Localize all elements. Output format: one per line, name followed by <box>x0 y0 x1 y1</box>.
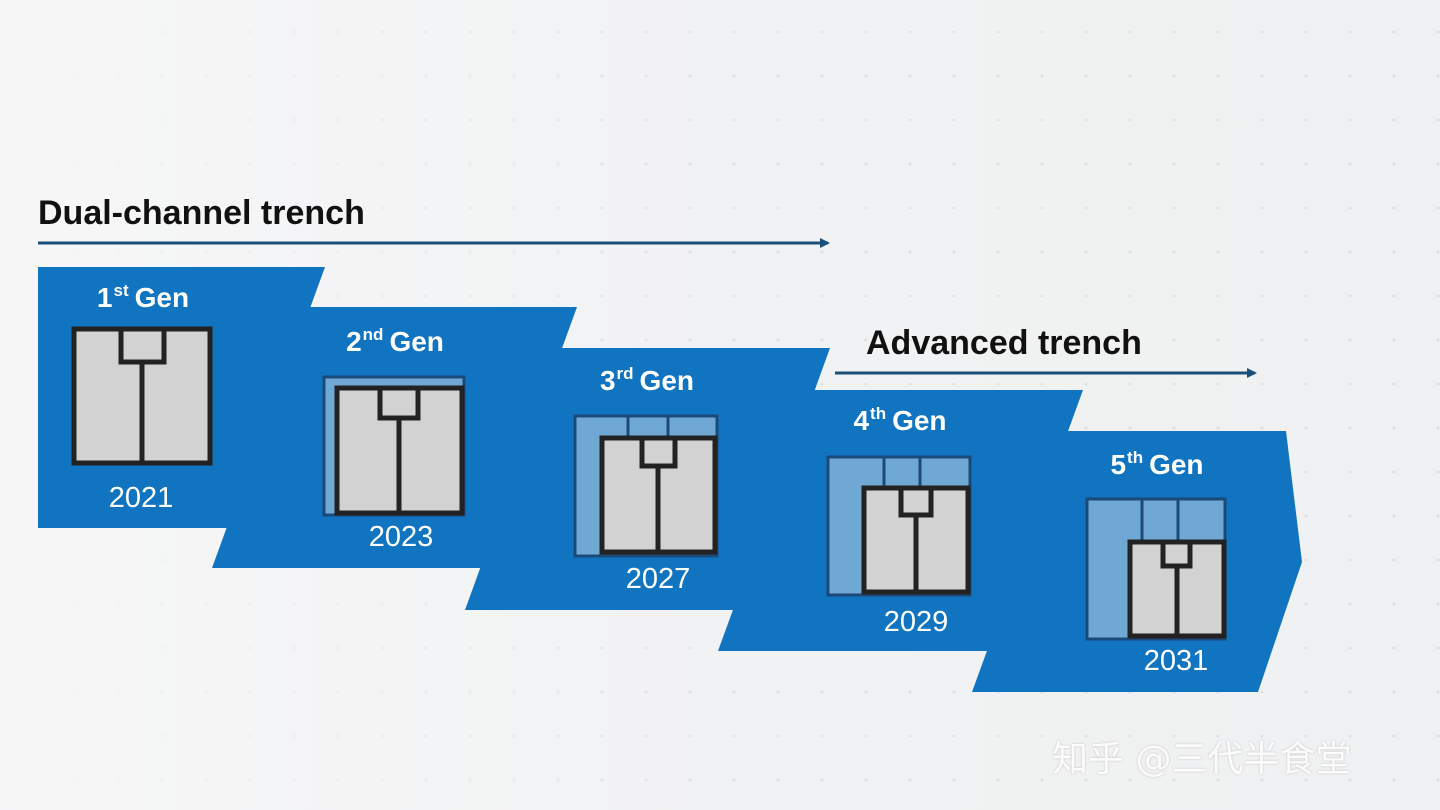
gen5-year: 2031 <box>1143 645 1209 677</box>
gen1-trench-cell-icon <box>71 326 213 466</box>
advanced-trench-heading: Advanced trench <box>866 324 1142 362</box>
gen4-year: 2029 <box>883 606 949 638</box>
gen3-year: 2027 <box>625 563 691 595</box>
watermark-text: 知乎 @三代半食堂 <box>1052 739 1352 780</box>
gen5-trench-cell-icon <box>1085 497 1227 641</box>
dual-channel-heading: Dual-channel trench <box>38 194 365 232</box>
gen3-trench-cell-icon <box>573 414 719 558</box>
gen2-year: 2023 <box>368 521 434 553</box>
gen2-trench-cell-icon <box>322 375 466 517</box>
gen1-year: 2021 <box>108 482 174 514</box>
gen4-trench-cell-icon <box>826 455 972 597</box>
